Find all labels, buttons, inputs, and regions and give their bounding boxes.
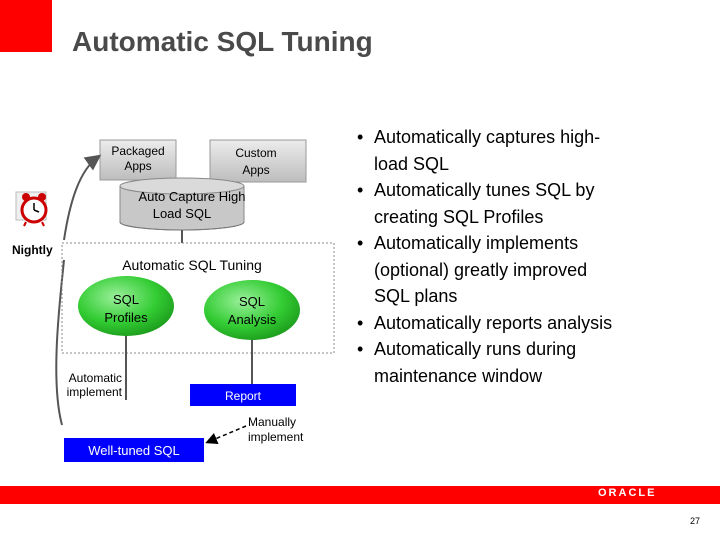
report-box: Report [190, 384, 296, 406]
bullet-item: Automatically reports analysis [352, 310, 712, 337]
bullet-item: Automatically tunes SQL by creating SQL … [352, 177, 712, 230]
custom-apps-line1: Custom [235, 146, 276, 160]
bullet-item: Automatically captures high- load SQL [352, 124, 712, 177]
automatic-implement-line2: implement [67, 385, 123, 399]
slide-title: Automatic SQL Tuning [72, 26, 373, 57]
bullet-4-line1: Automatically reports analysis [374, 312, 613, 333]
capture-db-line1: Auto Capture High [139, 189, 246, 204]
sql-profiles-line2: Profiles [104, 310, 148, 325]
sql-analysis-line2: Analysis [228, 312, 277, 327]
manually-implement-line2: implement [248, 430, 304, 444]
report-label: Report [225, 389, 262, 403]
tuning-box [61, 242, 335, 354]
bullet-1-line2: load SQL [374, 153, 450, 174]
sql-analysis-node: SQL Analysis [204, 280, 300, 340]
bullet-list: Automatically captures high- load SQL Au… [352, 124, 712, 389]
manually-implement-line1: Manually [248, 415, 296, 429]
packaged-apps-line1: Packaged [111, 144, 164, 158]
bullet-3-line2: (optional) greatly improved [374, 259, 588, 280]
automatic-implement-line1: Automatic [69, 371, 122, 385]
bullet-5-line1: Automatically runs during [374, 339, 577, 359]
bullet-3-line3: SQL plans [374, 286, 458, 306]
bullet-2-line1: Automatically tunes SQL by [374, 180, 595, 200]
nightly-label: Nightly [12, 243, 53, 257]
sql-profiles-node: SQL Profiles [78, 276, 174, 336]
bullet-5-line2: maintenance window [374, 365, 543, 386]
packaged-apps-box: Packaged Apps [99, 139, 177, 181]
sql-analysis-line1: SQL [239, 294, 265, 309]
bullet-item: Automatically implements (optional) grea… [352, 230, 712, 310]
alarm-clock-icon [15, 191, 48, 227]
sql-profiles-line1: SQL [113, 292, 139, 307]
bullet-item: Automatically runs during maintenance wi… [352, 336, 712, 389]
bullet-3-line1: Automatically implements [374, 233, 579, 253]
tuning-box-label: Automatic SQL Tuning [122, 257, 262, 273]
manual-implement-arrow [205, 425, 247, 445]
bullet-1-line1: Automatically captures high- [374, 127, 601, 147]
bullet-2-line2: creating SQL Profiles [374, 206, 544, 227]
capture-database: Auto Capture High Load SQL [119, 177, 246, 231]
packaged-apps-line2: Apps [124, 159, 151, 173]
nightly-loop-lower [55, 259, 65, 426]
oracle-logo: ORACLE [598, 487, 657, 499]
custom-apps-box: Custom Apps [209, 139, 307, 183]
custom-apps-line2: Apps [242, 163, 269, 177]
page-number: 27 [690, 516, 701, 526]
footer-bar [0, 486, 720, 504]
well-tuned-label: Well-tuned SQL [88, 443, 180, 458]
capture-db-line2: Load SQL [153, 206, 212, 221]
nightly-loop-upper [63, 154, 102, 241]
corner-accent [0, 0, 52, 52]
well-tuned-sql-box: Well-tuned SQL [64, 438, 204, 462]
